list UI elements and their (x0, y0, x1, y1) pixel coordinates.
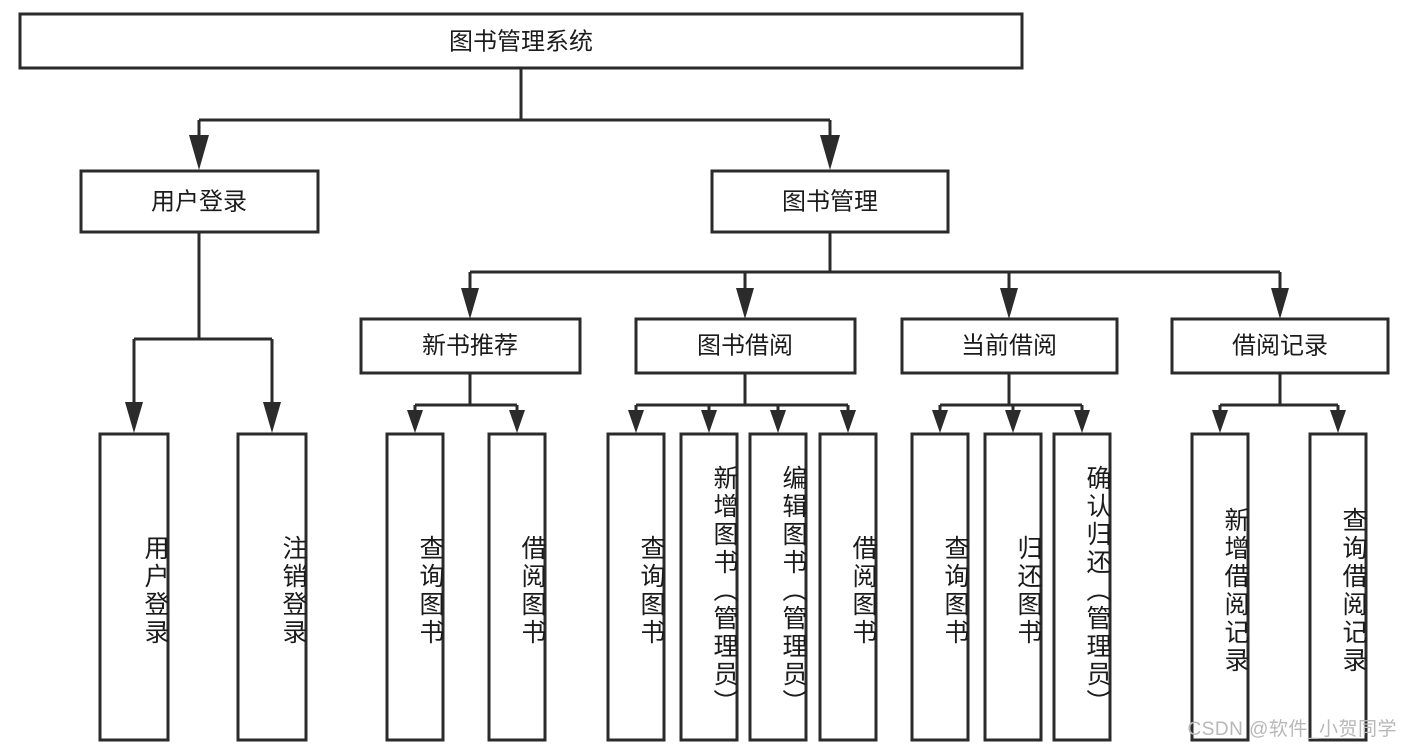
arrow-head-icon (1005, 410, 1021, 433)
leaf-node-box[interactable] (487, 432, 547, 742)
node-book-management[interactable]: 图书管理 (710, 169, 950, 234)
node-book-borrow-label: 图书借阅 (697, 332, 793, 359)
node-book-borrow-box[interactable] (634, 317, 857, 375)
arrow-head-icon (461, 288, 479, 319)
arrow-head-icon (407, 410, 423, 433)
leaf-node-box[interactable] (1190, 432, 1250, 742)
arrow-head-icon (1330, 410, 1346, 433)
arrow-head-icon (125, 402, 143, 433)
leaf-node-box[interactable] (606, 432, 666, 742)
leaf-node-box[interactable] (983, 432, 1043, 742)
arrow-head-icon (932, 410, 948, 433)
leaf-node-box[interactable] (98, 432, 170, 742)
leaf-node-box[interactable] (910, 432, 970, 742)
node-book-borrow[interactable]: 图书借阅 (634, 317, 857, 375)
arrow-head-icon (1074, 410, 1090, 433)
arrow-head-icon (1212, 410, 1228, 433)
node-root-label: 图书管理系统 (449, 28, 593, 55)
arrow-head-icon (189, 135, 209, 170)
node-user-login-box[interactable] (79, 169, 320, 234)
node-borrow-record-label: 借阅记录 (1232, 332, 1328, 359)
arrow-head-icon (509, 410, 525, 433)
node-root-box[interactable] (18, 12, 1024, 70)
leaf-box-layer (98, 432, 1368, 742)
node-user-login-label: 用户登录 (151, 188, 247, 215)
arrow-head-icon (628, 410, 644, 433)
leaf-node-box[interactable] (818, 432, 878, 742)
node-new-book-recommend[interactable]: 新书推荐 (359, 317, 582, 375)
leaf-node-box[interactable] (1052, 432, 1112, 742)
arrow-head-icon (1000, 288, 1018, 319)
node-book-management-box[interactable] (710, 169, 950, 234)
node-borrow-record-box[interactable] (1170, 317, 1390, 375)
connector-layer (125, 68, 1346, 433)
node-current-borrow-label: 当前借阅 (961, 332, 1057, 359)
arrow-head-icon (770, 410, 786, 433)
node-current-borrow[interactable]: 当前借阅 (900, 317, 1119, 375)
node-book-management-label: 图书管理 (782, 188, 878, 215)
node-new-book-recommend-label: 新书推荐 (422, 332, 518, 359)
arrow-head-icon (820, 135, 840, 170)
node-user-login[interactable]: 用户登录 (79, 169, 320, 234)
arrow-head-icon (840, 410, 856, 433)
node-new-book-recommend-box[interactable] (359, 317, 582, 375)
leaf-node-box[interactable] (1308, 432, 1368, 742)
leaf-node-box[interactable] (236, 432, 308, 742)
leaf-node-box[interactable] (679, 432, 739, 742)
node-root[interactable]: 图书管理系统 (18, 12, 1024, 70)
watermark-text: CSDN @软件_小贺同学 (1187, 719, 1397, 740)
node-borrow-record[interactable]: 借阅记录 (1170, 317, 1390, 375)
leaf-node-box[interactable] (385, 432, 445, 742)
arrow-head-icon (1271, 288, 1289, 319)
leaf-node-box[interactable] (748, 432, 808, 742)
arrow-head-icon (263, 402, 281, 433)
arrow-head-icon (701, 410, 717, 433)
node-current-borrow-box[interactable] (900, 317, 1119, 375)
arrow-head-icon (736, 288, 754, 319)
